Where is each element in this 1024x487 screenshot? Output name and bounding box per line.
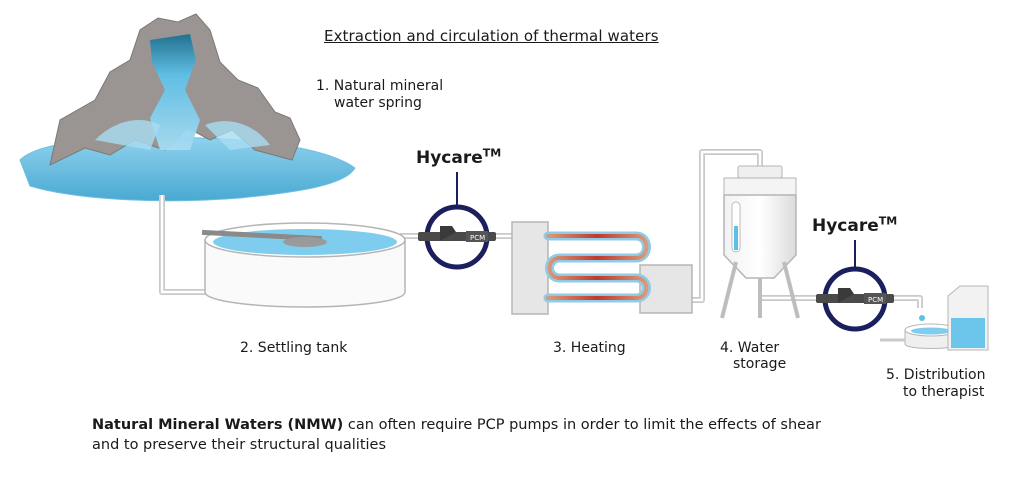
hycare-pump-2: PCM bbox=[816, 240, 894, 332]
label-distribution-line1: 5. Distribution bbox=[886, 367, 986, 383]
label-distribution-line2: to therapist bbox=[903, 384, 985, 400]
caption: Natural Mineral Waters (NMW) can often r… bbox=[92, 417, 821, 453]
label-heating: 3. Heating bbox=[553, 340, 626, 356]
label-storage-line1: 4. Water bbox=[720, 340, 780, 356]
water-storage-silo-icon bbox=[720, 165, 800, 319]
hycare-pump-1: PCM bbox=[418, 172, 496, 270]
diagram-title: Extraction and circulation of thermal wa… bbox=[324, 27, 659, 45]
hycare-label-1: HycareTM bbox=[416, 146, 502, 168]
distribution-tub-icon bbox=[880, 285, 989, 351]
pump-2-logo: PCM bbox=[868, 296, 883, 304]
heat-exchanger-icon bbox=[511, 221, 693, 315]
pump-1-logo: PCM bbox=[470, 234, 485, 242]
label-spring-line2: water spring bbox=[334, 95, 422, 111]
label-settling-tank: 2. Settling tank bbox=[240, 340, 348, 356]
label-spring-line1: 1. Natural mineral bbox=[316, 78, 444, 94]
mineral-spring-illustration bbox=[19, 13, 356, 202]
settling-tank-icon bbox=[201, 222, 406, 308]
label-storage-line2: storage bbox=[733, 356, 787, 372]
waterfall bbox=[150, 34, 200, 150]
hycare-label-2: HycareTM bbox=[812, 214, 898, 236]
